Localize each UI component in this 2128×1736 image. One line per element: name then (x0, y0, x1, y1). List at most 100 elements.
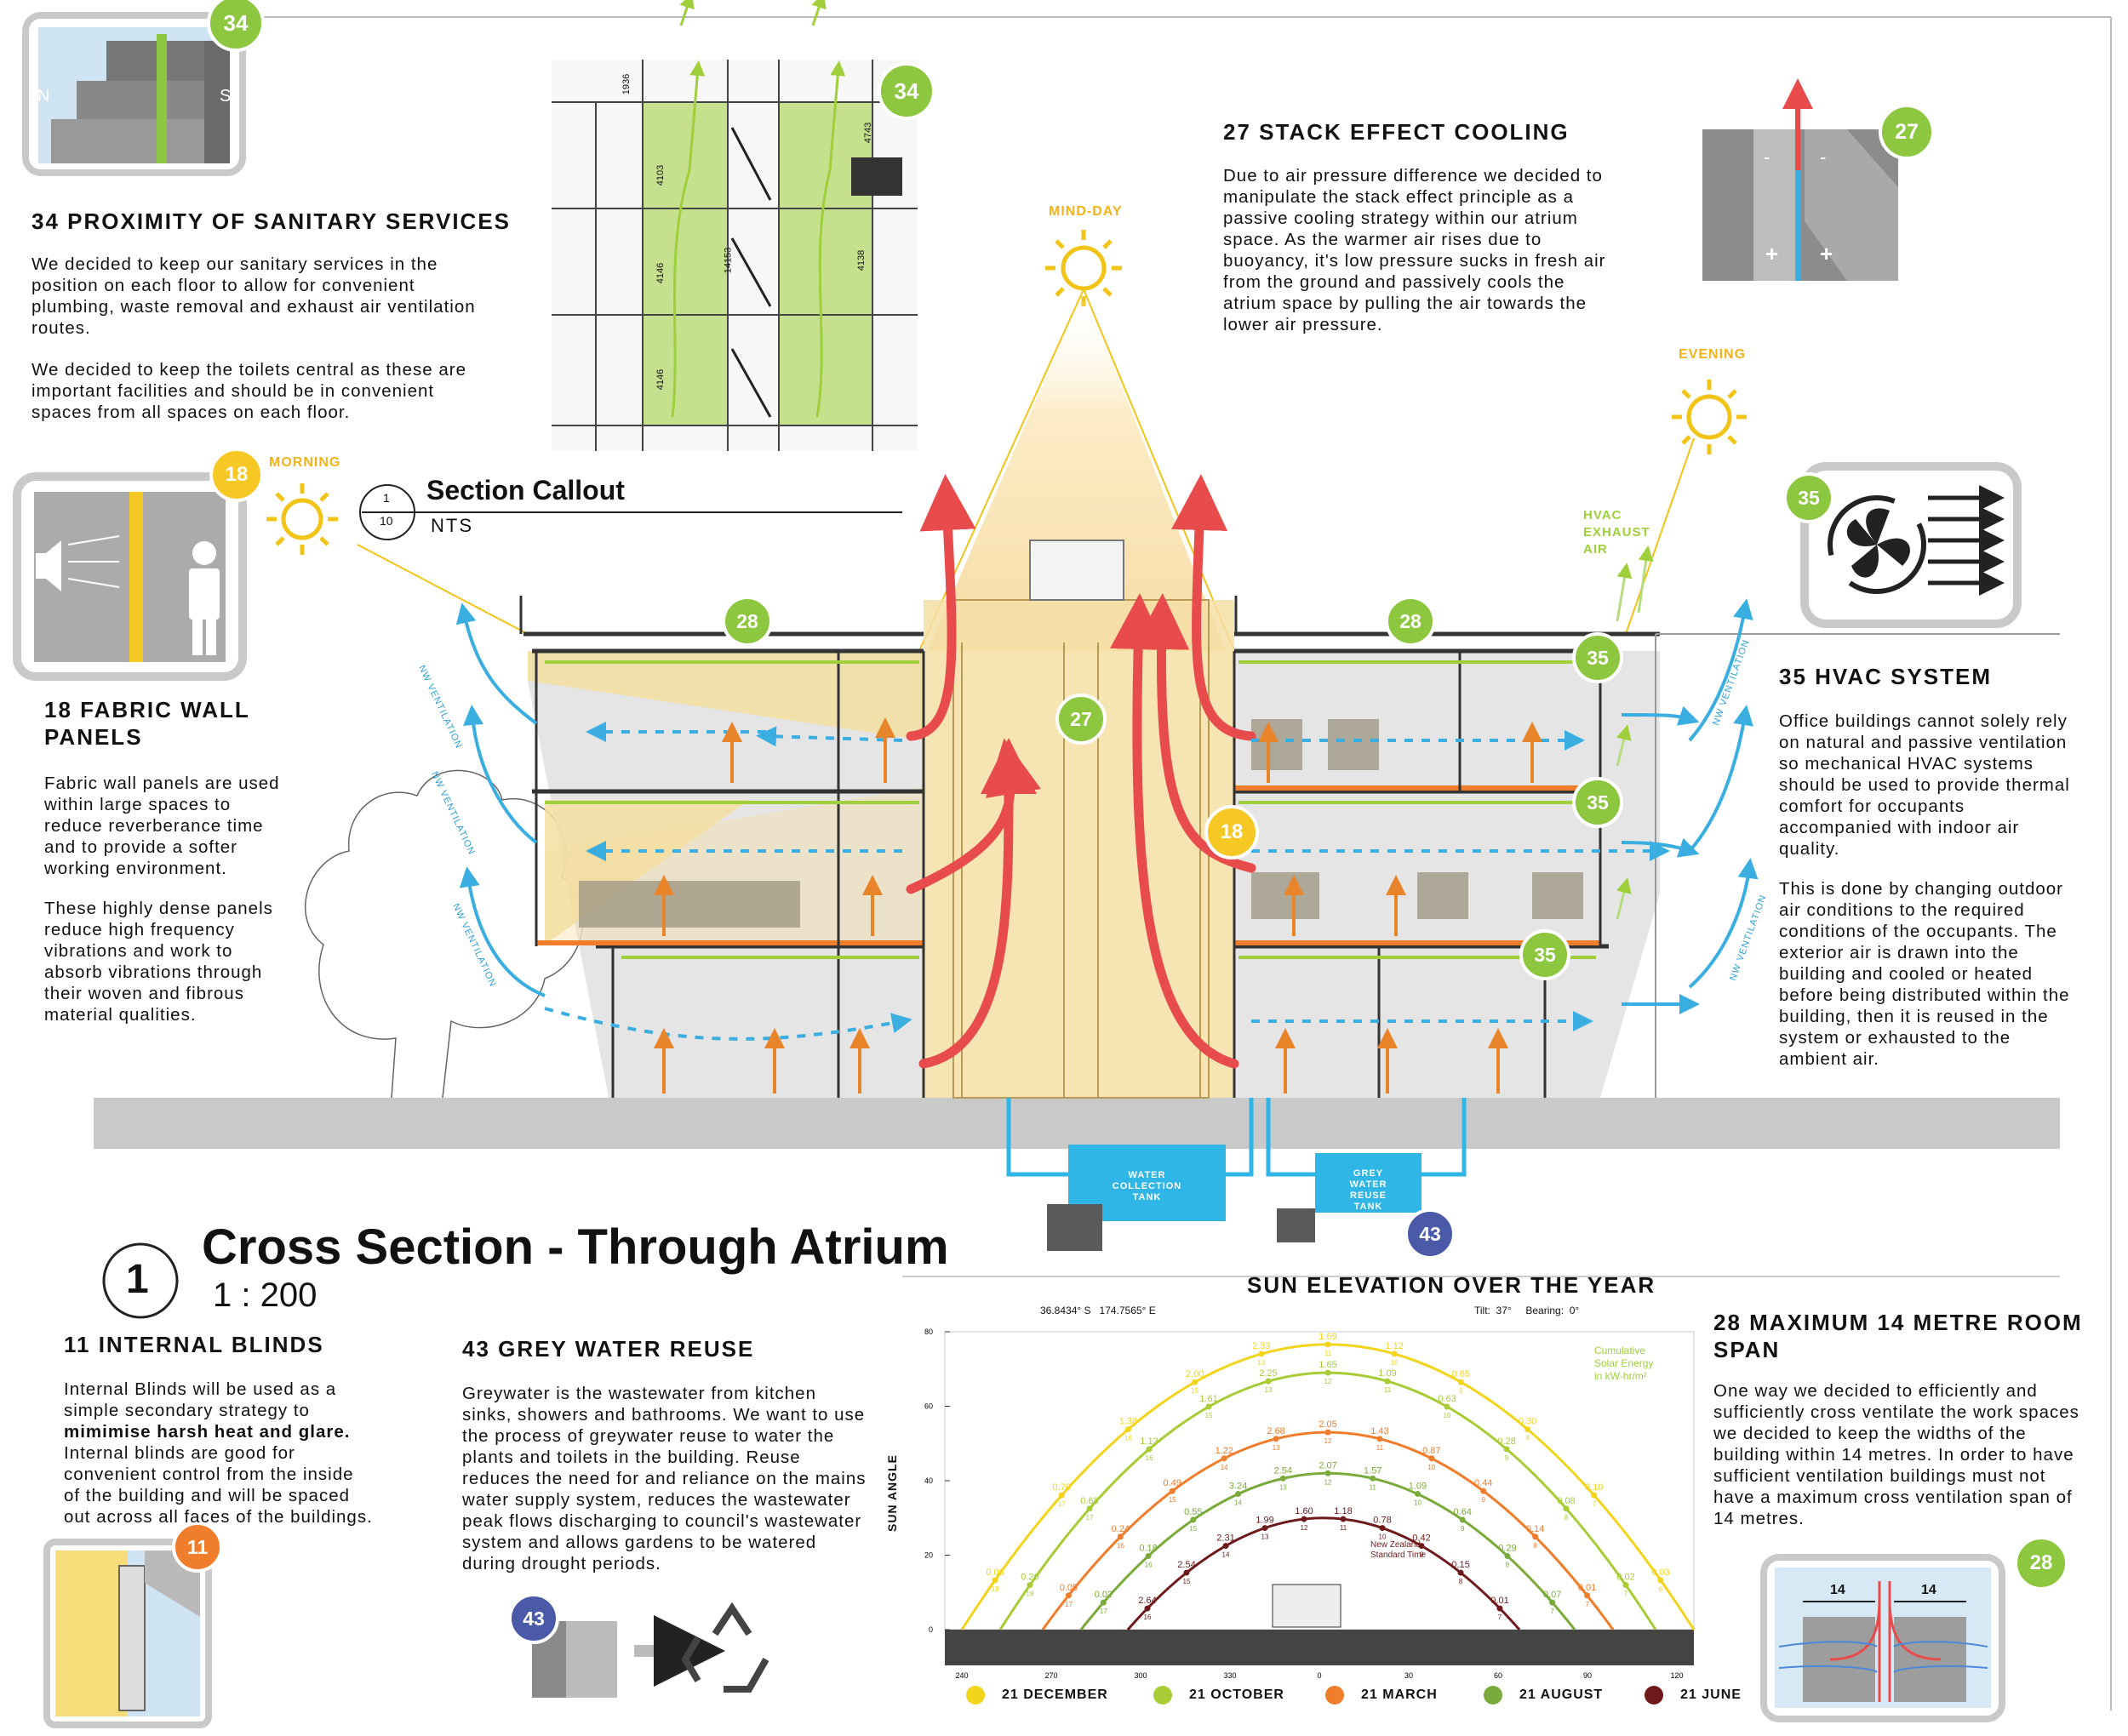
chart-horizon-band (945, 1630, 1694, 1665)
chart-data-label: 0.55 (1184, 1507, 1202, 1517)
midday-label: MIND-DAY (1049, 204, 1123, 219)
dimension-label: 4146 (655, 368, 666, 391)
chart-tilt-bearing: Tilt: 37° Bearing: 0° (1474, 1305, 1580, 1316)
chart-data-label: 1.09 (1409, 1482, 1427, 1492)
evening-label: EVENING (1679, 347, 1747, 362)
chart-point (1324, 1470, 1331, 1476)
chart-data-label: 0.20 (1021, 1573, 1038, 1583)
dimension-label: 14153 (723, 247, 734, 274)
chart-hour-label: 7 (1624, 1590, 1628, 1598)
legend-label: 21 MARCH (1361, 1687, 1438, 1702)
compass-south: S (220, 87, 232, 106)
room-span-icon (1760, 1554, 2005, 1722)
chart-hour-label: 16 (1144, 1613, 1152, 1621)
legend-item: 21 MARCH (1325, 1686, 1438, 1705)
chart-hour-label: 10 (1379, 1533, 1387, 1541)
water-collection-tank-label: WATER COLLECTION TANK (1112, 1170, 1182, 1202)
chart-hour-label: 10 (1414, 1499, 1422, 1507)
chart-hour-label: 15 (1205, 1412, 1213, 1419)
section-35-body-2: This is done by changing outdoor air con… (1779, 879, 2070, 1069)
legend-item: 21 AUGUST (1484, 1686, 1603, 1705)
chart-data-label: 0.07 (1543, 1590, 1561, 1600)
badge-28: 28 (2014, 1536, 2068, 1590)
chart-hour-label: 12 (1324, 1378, 1332, 1385)
chart-data-label: 0.02 (1616, 1573, 1634, 1583)
chart-hour-label: 11 (1324, 1350, 1332, 1357)
chart-point (1657, 1577, 1664, 1584)
section-34-title: 34 PROXIMITY OF SANITARY SERVICES (31, 208, 512, 234)
chart-x-tick-label: 240 (955, 1671, 968, 1680)
chart-data-label: 1.12 (1385, 1341, 1403, 1351)
chart-hour-label: 6 (1659, 1585, 1663, 1593)
chart-point (1324, 1369, 1331, 1376)
chart-hour-label: 15 (1183, 1578, 1191, 1585)
legend-label: 21 AUGUST (1519, 1687, 1604, 1702)
chart-hour-label: 13 (1273, 1444, 1280, 1452)
chart-data-label: 0.01 (1578, 1583, 1596, 1593)
chart-point (1532, 1533, 1539, 1540)
chart-hour-label: 7 (1593, 1500, 1597, 1508)
chart-point (1192, 1379, 1198, 1385)
chart-point (1273, 1436, 1279, 1442)
chart-point (1459, 1516, 1466, 1523)
chart-data-label: 1.43 (1370, 1426, 1388, 1436)
section-callout-scale: NTS (431, 515, 473, 536)
chart-point (1504, 1552, 1511, 1559)
chart-point (1145, 1552, 1152, 1559)
badge-34: 34 (878, 62, 935, 120)
chart-x-tick-label: 300 (1134, 1671, 1147, 1680)
svg-text:-: - (1820, 146, 1826, 168)
chart-data-label: 0.08 (1557, 1496, 1575, 1506)
chart-x-tick-label: 0 (1317, 1671, 1321, 1680)
chart-hour-label: 9 (1420, 1551, 1424, 1559)
section-34-body-1: We decided to keep our sanitary services… (31, 254, 476, 338)
grey-water-icon (532, 1602, 769, 1698)
badge-35: 35 (1519, 929, 1570, 980)
chart-hour-label: 17 (1065, 1601, 1073, 1608)
hvac-fan-icon (1800, 462, 2022, 628)
chart-hour-label: 7 (1550, 1608, 1554, 1615)
morning-label: MORNING (269, 455, 341, 470)
badge-43: 43 (1404, 1208, 1456, 1259)
chart-point (1563, 1505, 1570, 1512)
chart-point (1376, 1436, 1383, 1442)
legend-label: 21 JUNE (1680, 1687, 1742, 1702)
chart-data-label: 1.57 (1364, 1465, 1381, 1476)
section-11-body-bold: mimimise harsh heat and glare. (64, 1422, 351, 1442)
chart-hour-label: 17 (1086, 1514, 1094, 1522)
chart-data-label: 1.38 (1119, 1417, 1137, 1427)
chart-data-label: 2.68 (1267, 1426, 1284, 1436)
section-11-body-a: Internal Blinds will be used as a simple… (64, 1379, 337, 1420)
chart-hour-label: 7 (1585, 1601, 1589, 1608)
chart-data-label: 1.65 (1319, 1360, 1336, 1370)
section-28-body: One way we decided to efficiently and su… (1713, 1381, 2079, 1528)
chart-hour-label: 13 (1279, 1483, 1287, 1491)
chart-point (1222, 1543, 1229, 1550)
chart-hour-label: 8 (1506, 1561, 1510, 1568)
chart-y-tick-label: 60 (924, 1402, 933, 1411)
chart-coordinates: 36.8434° S 174.7565° E (1040, 1305, 1156, 1316)
section-35-title: 35 HVAC SYSTEM (1779, 664, 1993, 689)
chart-data-label: 1.61 (1199, 1394, 1217, 1404)
legend-swatch (966, 1686, 985, 1705)
chart-data-label: 0.02 (1095, 1590, 1113, 1600)
chart-y-tick-label: 0 (929, 1625, 933, 1634)
chart-point (1496, 1605, 1503, 1612)
chart-data-label: 1.13 (1140, 1436, 1158, 1447)
chart-data-label: 0.18 (1139, 1543, 1157, 1553)
chart-x-tick-label: 270 (1044, 1671, 1057, 1680)
section-callout-title: Section Callout (426, 475, 625, 505)
chart-data-label: 2.25 (1259, 1368, 1277, 1379)
chart-data-label: 2.05 (1319, 1419, 1336, 1430)
section-11-body-b: Internal blinds are good for convenient … (64, 1443, 373, 1527)
chart-x-tick-label: 30 (1404, 1671, 1413, 1680)
badge-35: 35 (1783, 472, 1834, 523)
chart-hour-label: 18 (992, 1585, 999, 1593)
chart-x-tick-label: 330 (1223, 1671, 1236, 1680)
dimension-label: 4138 (856, 249, 867, 271)
chart-data-label: 1.69 (1319, 1332, 1336, 1342)
tree-icon (304, 769, 584, 1099)
chart-hour-label: 15 (1189, 1525, 1197, 1533)
